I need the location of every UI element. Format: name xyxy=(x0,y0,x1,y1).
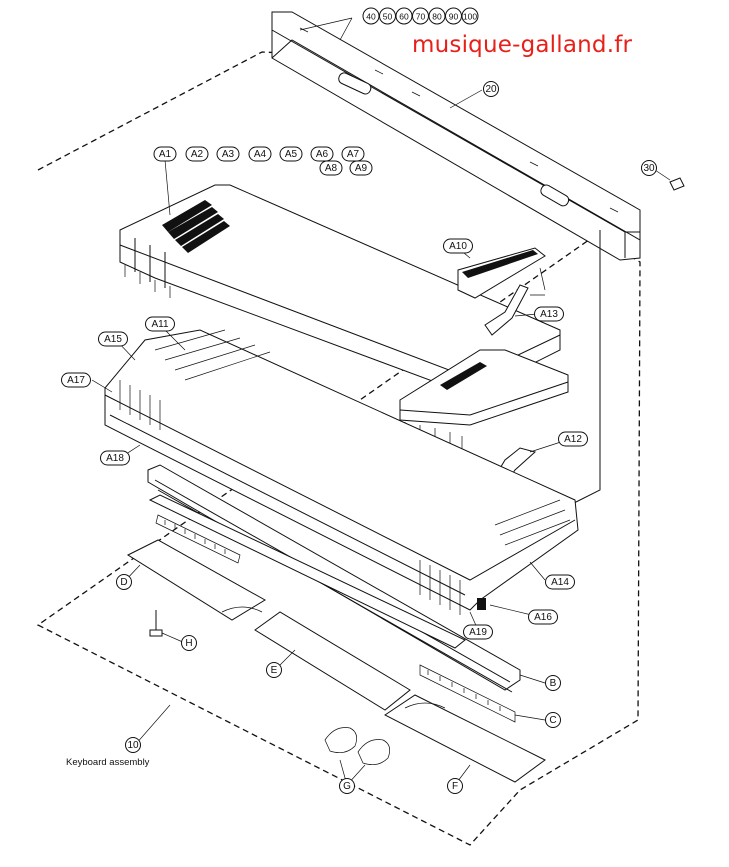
model-callout-label: 80 xyxy=(432,12,442,22)
callout-label-a4: A4 xyxy=(254,149,267,160)
model-callout-80: 80 xyxy=(428,7,446,25)
model-callout-label: 90 xyxy=(449,12,459,22)
callout-a7: A7 xyxy=(341,146,365,162)
callout-label-a18: A18 xyxy=(106,453,124,464)
callout-a10: A10 xyxy=(443,238,473,254)
callout-e: E xyxy=(266,662,282,678)
callout-a11: A11 xyxy=(145,316,175,332)
callout-a9: A9 xyxy=(349,160,373,176)
callout-a16: A16 xyxy=(528,609,558,625)
callout-label-a3: A3 xyxy=(222,149,235,160)
callout-g: G xyxy=(339,778,355,794)
callout-f: F xyxy=(447,778,463,794)
callout-label-a5: A5 xyxy=(285,149,298,160)
callout-a1: A1 xyxy=(153,146,177,162)
model-callout-label: 60 xyxy=(399,12,409,22)
top-bracket xyxy=(271,11,641,261)
callout-a6: A6 xyxy=(310,146,334,162)
callout-label-c: C xyxy=(549,715,556,726)
callout-label-a12: A12 xyxy=(564,434,582,445)
callout-label-c30: 30 xyxy=(643,163,655,174)
screw-h xyxy=(149,610,163,637)
cable-g xyxy=(324,727,390,765)
callout-label-a14: A14 xyxy=(551,577,569,588)
callout-d: D xyxy=(116,574,132,590)
callout-b: B xyxy=(545,675,561,691)
chassis-frame xyxy=(104,329,579,615)
callout-c30: 30 xyxy=(641,160,657,176)
callout-a17: A17 xyxy=(61,372,91,388)
contact-rails xyxy=(147,464,521,693)
model-callout-50: 50 xyxy=(379,7,396,25)
screw-30 xyxy=(669,177,685,191)
callout-a15: A15 xyxy=(98,331,128,347)
callout-label-b: B xyxy=(550,678,557,689)
callout-a12: A12 xyxy=(558,431,588,447)
model-callout-label: 70 xyxy=(416,12,426,22)
model-callout-100: 100 xyxy=(461,7,479,25)
pcb-boards xyxy=(126,514,546,783)
callout-c20: 20 xyxy=(483,81,499,97)
model-callout-60: 60 xyxy=(395,7,413,25)
callout-label-a10: A10 xyxy=(449,241,467,252)
callout-label-a11: A11 xyxy=(151,319,168,330)
callout-label-f: F xyxy=(452,781,458,792)
model-callout-40: 40 xyxy=(362,7,380,25)
callout-label-a9: A9 xyxy=(355,163,368,174)
callout-label-g: G xyxy=(343,781,351,792)
callout-c10: 10 xyxy=(125,737,141,753)
callout-label-h: H xyxy=(185,638,192,649)
callout-label-c10: 10 xyxy=(127,740,139,751)
model-callout-label: 100 xyxy=(463,12,477,22)
callout-c: C xyxy=(545,712,561,728)
callout-h: H xyxy=(181,635,197,651)
callout-a8: A8 xyxy=(319,160,343,176)
callout-a2: A2 xyxy=(185,146,209,162)
callout-label-a13: A13 xyxy=(540,309,558,320)
callout-a5: A5 xyxy=(279,146,303,162)
model-callouts: 40 50 60 70 80 90 100 xyxy=(362,7,479,25)
callout-label-a2: A2 xyxy=(191,149,204,160)
callout-label-a15: A15 xyxy=(104,334,122,345)
callout-a19: A19 xyxy=(463,624,493,640)
callout-label-e: E xyxy=(271,665,278,676)
callout-label-a17: A17 xyxy=(67,375,85,386)
key-a10 xyxy=(457,247,546,336)
callout-label-d: D xyxy=(120,577,127,588)
callout-label-a8: A8 xyxy=(325,163,338,174)
callout-label-a19: A19 xyxy=(469,627,487,638)
callout-a14: A14 xyxy=(545,574,575,590)
callout-label-a16: A16 xyxy=(534,612,552,623)
watermark: musique-galland.fr xyxy=(412,32,633,58)
model-callout-70: 70 xyxy=(412,7,429,25)
model-callout-90: 90 xyxy=(445,7,462,25)
callout-label-a6: A6 xyxy=(316,149,329,160)
callout-a18: A18 xyxy=(100,450,130,466)
bracket-leader xyxy=(569,230,601,506)
callout-a4: A4 xyxy=(248,146,272,162)
model-callout-label: 50 xyxy=(383,12,393,22)
callout-a3: A3 xyxy=(216,146,240,162)
callout-label-a1: A1 xyxy=(159,149,172,160)
caption: Keyboard assembly xyxy=(66,757,150,768)
model-callout-label: 40 xyxy=(366,12,376,22)
callout-label-a7: A7 xyxy=(347,149,360,160)
callout-a13: A13 xyxy=(534,306,564,322)
callout-label-c20: 20 xyxy=(485,84,497,95)
